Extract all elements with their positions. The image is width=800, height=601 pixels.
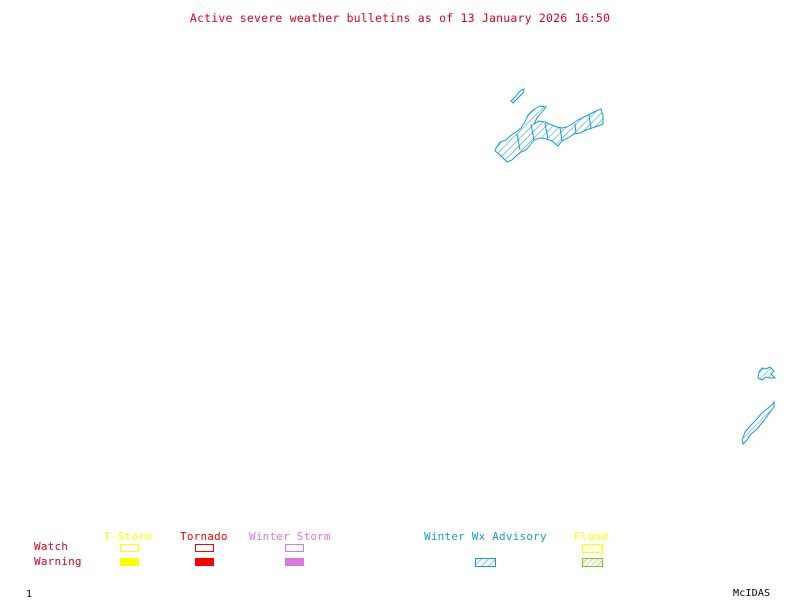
mcidas-label: McIDAS <box>733 588 771 599</box>
upper-michigan-advisory <box>494 88 604 163</box>
tstorm-watch-swatch <box>120 544 139 552</box>
winter-storm-warning-swatch <box>285 558 304 566</box>
winter-wx-advisory-swatch <box>475 558 496 567</box>
nova-scotia-mainland-advisory <box>741 400 775 445</box>
legend-row-watch: Watch <box>34 540 69 553</box>
county-lines <box>516 114 592 151</box>
legend-label-tstorm: T-Storm <box>104 530 152 543</box>
tstorm-warning-swatch <box>120 558 139 566</box>
legend-label-winter-storm: Winter Storm <box>249 530 331 543</box>
tornado-watch-swatch <box>195 544 214 552</box>
tornado-warning-swatch <box>195 558 214 566</box>
winter-storm-watch-swatch <box>285 544 304 552</box>
keweenaw-region-outline <box>494 105 604 163</box>
flood-watch-swatch <box>582 544 603 553</box>
frame-number: 1 <box>26 589 33 600</box>
legend-label-tornado: Tornado <box>180 530 228 543</box>
legend-row-warning: Warning <box>34 555 82 568</box>
legend-label-flood: Flood <box>574 530 609 543</box>
isle-royale-outline <box>510 88 525 104</box>
map-title: Active severe weather bulletins as of 13… <box>189 11 611 25</box>
nova-scotia-cape-breton-advisory <box>757 366 777 381</box>
flood-warning-swatch <box>582 558 603 567</box>
legend-label-winter-wx-advisory: Winter Wx Advisory <box>424 530 547 543</box>
